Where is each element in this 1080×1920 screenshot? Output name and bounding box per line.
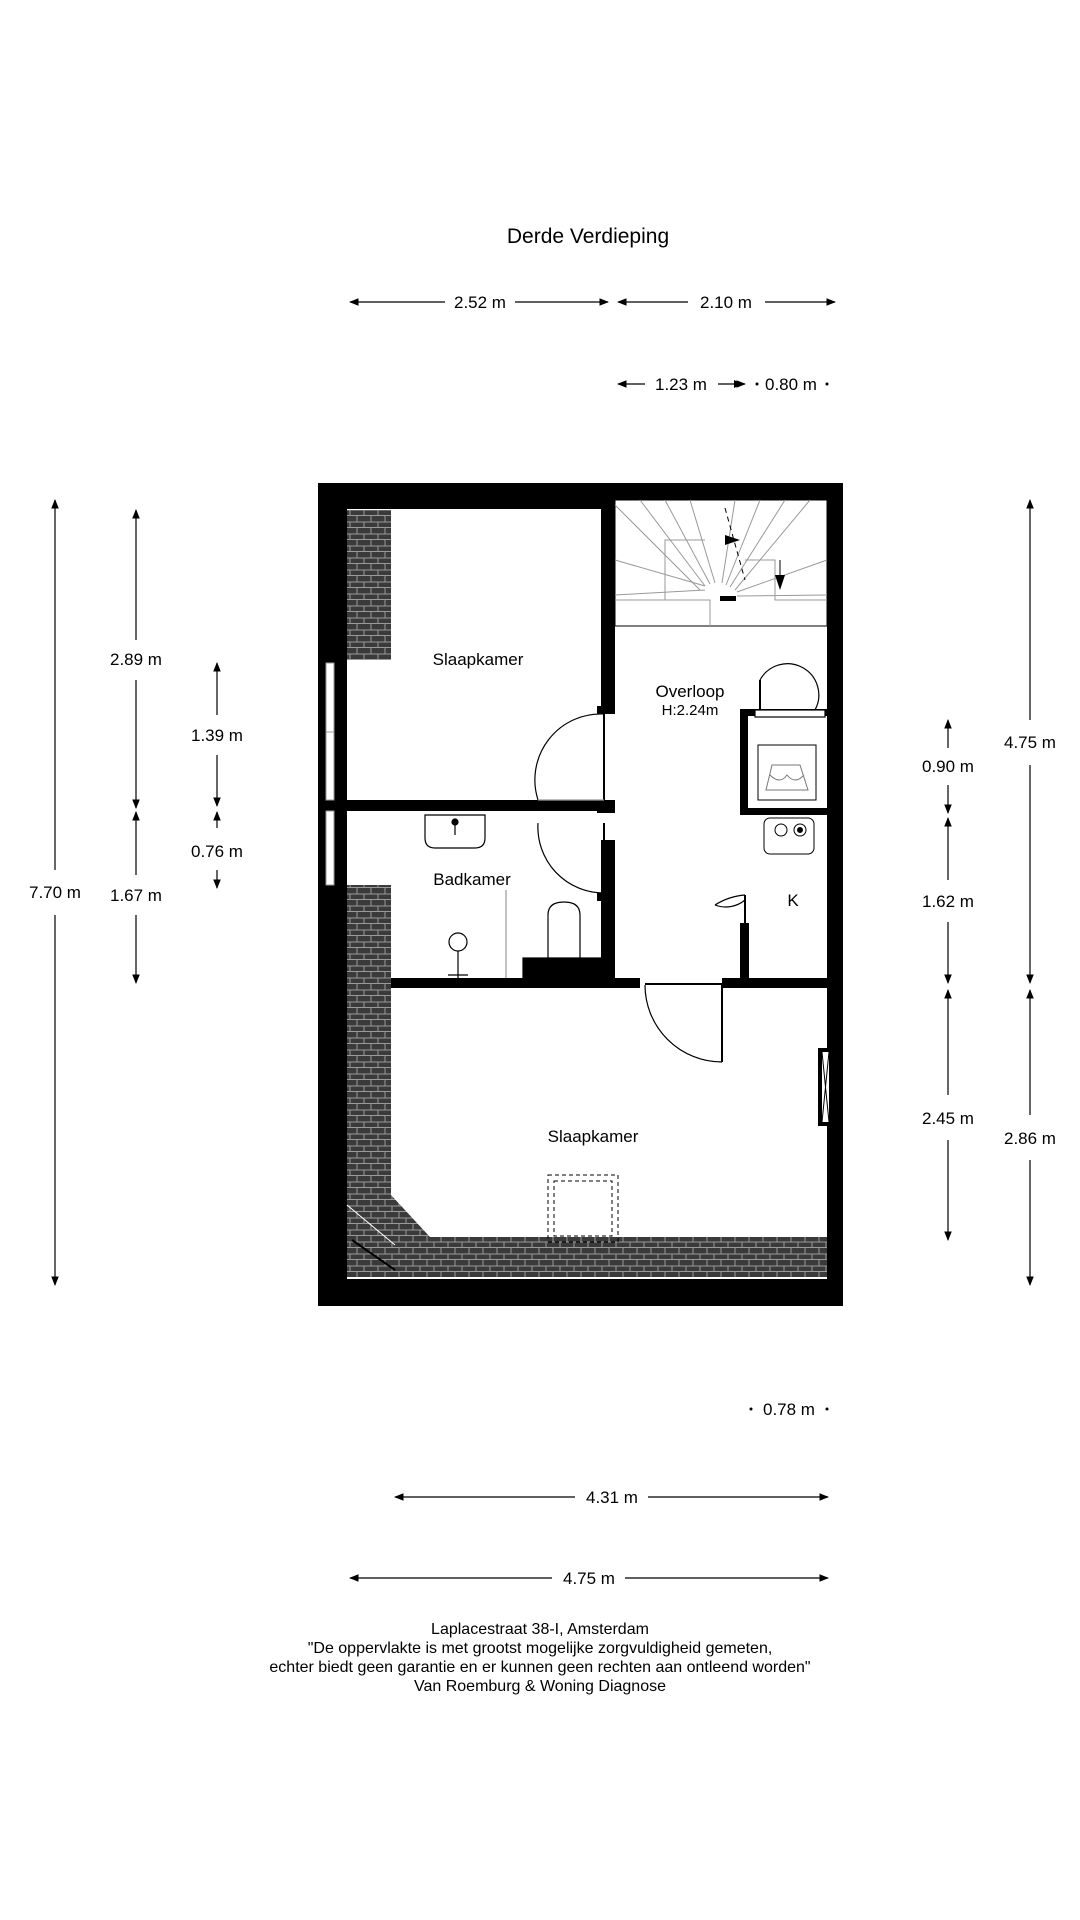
floor-title: Derde Verdieping [507,225,669,248]
boiler-icon [757,744,817,855]
footer-company: Van Roemburg & Woning Diagnose [414,1678,666,1695]
dim-bottom-total: 4.75 m [563,1569,615,1588]
dim-right-total-lower: 2.86 m [1004,1129,1056,1148]
footer-address: Laplacestraat 38-I, Amsterdam [431,1621,649,1638]
dimension-ticks [734,380,829,1411]
shower-icon [448,932,468,978]
dimension-lines [51,298,1034,1582]
room-label-closet: K [787,891,799,910]
footer-disclaimer-line-1: "De oppervlakte is met grootst mogelijke… [307,1640,773,1657]
dim-bottom-inner: 4.31 m [586,1488,638,1507]
dim-top-sub-left: 1.23 m [655,375,707,394]
room-label-landing: Overloop [656,682,725,701]
doors [534,663,826,1063]
dim-top-right-width: 2.10 m [700,293,752,312]
room-height-landing: H:2.24m [662,702,719,719]
room-label-bedroom-top: Slaapkamer [433,650,524,669]
dim-bottom-small: 0.78 m [763,1400,815,1419]
dim-left-upper: 2.89 m [110,650,162,669]
room-label-bathroom: Badkamer [433,870,511,889]
roof-tiles [346,510,827,1277]
dim-left-lower: 1.67 m [110,886,162,905]
dim-right-closet-upper: 0.90 m [922,757,974,776]
bathroom-fixtures [424,814,604,979]
dim-window-upper: 1.39 m [191,726,243,745]
dim-right-bedroom: 2.45 m [922,1109,974,1128]
dim-window-lower: 0.76 m [191,842,243,861]
dim-right-total-upper: 4.75 m [1004,733,1056,752]
window-right [818,1048,833,1126]
room-label-bedroom-bottom: Slaapkamer [548,1127,639,1146]
dim-right-closet-lower: 1.62 m [922,892,974,911]
staircase [614,499,828,627]
window-left-upper [325,662,335,801]
footer-notes: Laplacestraat 38-I, Amsterdam "De opperv… [0,1620,1080,1696]
roof-hatch [547,1174,619,1243]
toilet-icon [522,901,604,979]
footer-disclaimer-line-2: echter biedt geen garantie en er kunnen … [269,1659,811,1676]
dim-top-left-width: 2.52 m [454,293,506,312]
window-left-lower [325,810,335,886]
dim-top-sub-right: 0.80 m [765,375,817,394]
dim-left-total: 7.70 m [29,883,81,902]
